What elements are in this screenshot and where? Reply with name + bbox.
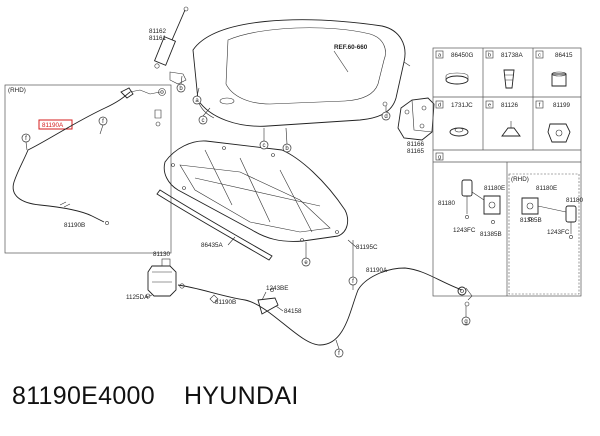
highlight-box [38,119,73,130]
svg-text:81126: 81126 [501,102,519,109]
svg-text:d: d [384,114,387,120]
label-81385b-a: 81385B [480,231,502,238]
callout-b-1: b [176,83,186,93]
svg-text:a: a [195,98,199,104]
svg-text:b: b [488,53,491,59]
label-81165: 81165 [407,148,425,155]
callout-d-1: d [381,111,391,121]
svg-text:86415: 86415 [555,52,573,59]
main-release-cable [177,267,473,346]
callout-c-1: c [198,115,208,125]
svg-text:f: f [25,136,27,142]
svg-text:c: c [538,53,541,59]
svg-text:f: f [352,279,354,285]
hood-buffer-assembly-right [521,197,577,239]
svg-text:c: c [263,143,266,149]
rhd-buffer-box [508,173,580,295]
callout-leaders [25,75,467,350]
legend-table [432,47,582,297]
label-81190b-left: 81190B [64,222,85,229]
label-1125da: 1125DA [126,294,149,301]
part-caption: 81190E4000 HYUNDAI [12,382,299,411]
label-81162: 81162 [149,28,167,35]
legend-cell-e: e 81126 [485,100,521,137]
label-81180e-b: 81180E [536,185,557,192]
svg-text:f: f [102,119,104,125]
label-81190a-bottom: 81190A [366,267,388,274]
label-81130: 81130 [153,251,171,258]
legend-cell-a: a 86450G [435,50,474,85]
brand-name: HYUNDAI [183,382,299,410]
svg-text:c: c [202,118,205,124]
svg-text:e: e [488,103,491,109]
callout-f-3: f [348,276,358,286]
label-84158: 84158 [284,308,302,315]
rhd-release-cable [12,87,166,225]
label-81166: 81166 [407,141,425,148]
hood-panel [192,19,411,127]
legend-cell-b: b 81738A [485,50,524,89]
label-86435a: 86435A [201,242,224,249]
hood-latch [145,258,185,299]
svg-text:1731JC: 1731JC [451,102,473,109]
svg-text:b: b [179,86,183,92]
legend-cell-c: c 86415 [535,50,573,87]
rhd-left-label: (RHD) [8,87,26,94]
legend-cell-f: f 81199 [535,100,571,143]
svg-text:86450G: 86450G [451,52,474,59]
svg-text:g: g [464,319,467,325]
label-81161: 81161 [149,35,167,42]
callout-e-1: e [301,257,311,267]
callout-f-2: f [21,133,31,143]
label-81195c: 81195C [356,244,378,251]
label-81190b-mid: 81190B [215,299,236,306]
svg-text:d: d [438,103,441,109]
rhd-right-label: (RHD) [511,176,529,183]
label-81180-b: 81180 [566,197,584,204]
rhd-cable-box [4,84,172,254]
hood-seal-strip [156,189,273,261]
part-number: 81190E4000 [12,382,155,410]
svg-text:f: f [539,103,541,109]
svg-text:81199: 81199 [553,102,571,109]
label-1243fc-b: 1243FC [547,229,570,236]
svg-text:b: b [285,146,289,152]
svg-text:e: e [304,260,308,266]
callout-g-1: g [461,316,471,326]
label-1243fc-a: 1243FC [453,227,476,234]
cable-clip-84158 [257,288,279,315]
strut-bracket [169,71,187,85]
label-81180e-a: 81180E [484,185,505,192]
hood-hinge [382,97,435,141]
highlighted-part-label: 81190A [42,122,64,129]
hood-buffer-assembly-left [461,179,501,224]
svg-text:f: f [338,351,340,357]
hood-gas-strut [153,6,189,69]
svg-text:a: a [438,53,442,59]
svg-text:81738A: 81738A [501,52,524,59]
hood-insulator [163,140,349,242]
label-81180-a: 81180 [438,200,456,207]
legend-cell-g: g [435,152,444,161]
callout-a-1: a [192,95,202,105]
callout-f-4: f [334,348,344,358]
label-1243be: 1243BE [266,285,288,292]
callout-f-1: f [98,116,108,126]
ref-label: REF.60-660 [334,44,368,51]
callout-c-2: c [259,140,269,150]
svg-text:g: g [438,155,441,161]
callout-b-2: b [282,143,292,153]
legend-cell-d: d 1731JC [435,100,473,137]
label-81385b-b: 81385B [520,217,542,224]
